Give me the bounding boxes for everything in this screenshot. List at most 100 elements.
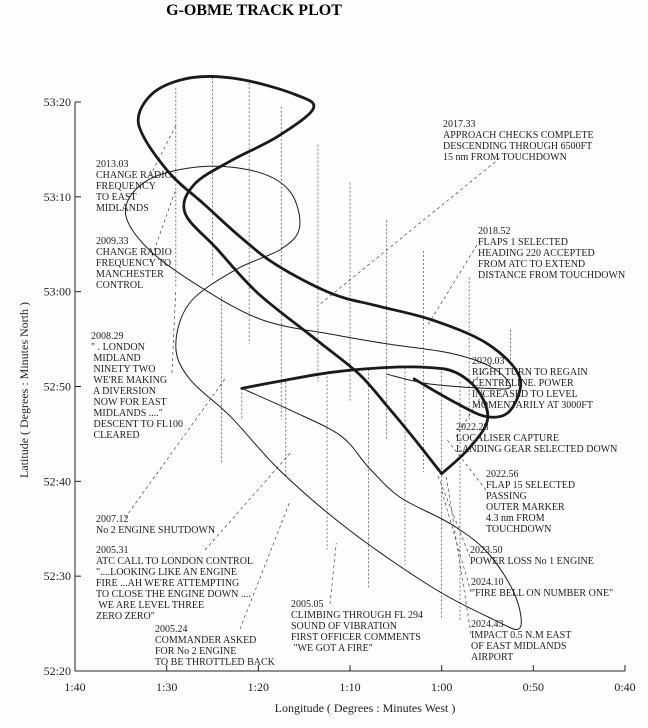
y-tick-label: 53:20: [44, 95, 71, 109]
y-tick-label: 52:20: [44, 664, 71, 678]
annotation-leader-line: [471, 362, 493, 384]
annotation-line: 4.3 nm FROM: [486, 513, 545, 524]
annotation-line: "FIRE BELL ON NUMBER ONE": [471, 588, 613, 599]
annotation-line: 2024.10: [471, 577, 504, 588]
annotation-line: LANDING GEAR SELECTED DOWN: [456, 444, 617, 455]
y-tick-label: 52:50: [44, 380, 71, 394]
annotation-line: NOW FOR EAST: [91, 397, 167, 408]
annotation-line: SOUND OF VIBRATION: [291, 621, 397, 632]
chart-title: G-OBME TRACK PLOT: [166, 2, 342, 19]
annotation-line: A DIVERSION: [91, 386, 156, 397]
annotation-line: CONTROL: [96, 280, 143, 291]
annotation-leader-line: [445, 476, 472, 635]
annotation-line: FIRST OFFICER COMMENTS: [291, 632, 421, 643]
annotation-leader-line: [329, 542, 337, 605]
y-axis-label: Latitude ( Degrees : Minutes North ): [17, 302, 31, 478]
annotation-line: 2023.50: [470, 545, 503, 556]
annotation-line: POWER LOSS No 1 ENGINE: [470, 556, 594, 567]
ground-track: [124, 165, 522, 630]
x-tick-label: 1:20: [248, 680, 269, 694]
annotation-line: FROM ATC TO EXTEND: [478, 259, 585, 270]
annotation-line: MIDLAND: [91, 353, 141, 364]
annotation-line: DISTANCE FROM TOUCHDOWN: [478, 270, 625, 281]
y-tick-label: 53:10: [44, 190, 71, 204]
annotation-line: FLAP 15 SELECTED: [486, 480, 575, 491]
annotation-line: FLAPS 1 SELECTED: [478, 237, 568, 248]
annotation-line: CHANGE RADIO: [96, 170, 172, 181]
annotation-leader-line: [455, 392, 484, 438]
annotation-line: ATC CALL TO LONDON CONTROL: [96, 556, 253, 567]
annotation-line: ZERO ZERO": [96, 611, 155, 622]
annotation-text: 2024.10"FIRE BELL ON NUMBER ONE": [471, 577, 613, 599]
annotation-line: APPROACH CHECKS COMPLETE: [443, 130, 594, 141]
annotation-line: LOCALISER CAPTURE: [456, 433, 559, 444]
annotation-leader-line: [441, 490, 472, 593]
annotation-line: "....LOOKING LIKE AN ENGINE: [96, 567, 237, 578]
annotation-line: 2009.33: [96, 236, 129, 247]
annotation-leader-line: [317, 157, 501, 307]
annotation-line: No 2 ENGINE SHUTDOWN: [96, 525, 215, 536]
annotation-line: AIRPORT: [471, 652, 513, 663]
annotation-line: 2024.43: [471, 619, 504, 630]
annotation-line: 15 nm FROM TOUCHDOWN: [443, 152, 567, 163]
annotation-line: CLIMBING THROUGH FL 294: [291, 610, 423, 621]
annotation-line: "WE GOT A FIRE": [291, 643, 373, 654]
annotation-line: HEADING 220 ACCEPTED: [478, 248, 595, 259]
annotation-line: 2017.33: [443, 119, 476, 130]
annotation-leader-line: [204, 452, 291, 551]
annotation-line: MIDLANDS: [96, 203, 149, 214]
x-axis-label: Longitude ( Degrees : Minutes West ): [275, 701, 456, 715]
aircraft-track-3d: [240, 365, 490, 476]
annotation-line: TO EAST: [96, 192, 137, 203]
annotation-line: FREQUENCY TO: [96, 258, 171, 269]
annotation-line: 2005.05: [291, 599, 324, 610]
annotation-leader-line: [171, 288, 177, 374]
y-tick-label: 52:40: [44, 474, 71, 488]
annotation-line: FREQUENCY: [96, 181, 156, 192]
annotation-line: FOR No 2 ENGINE: [155, 646, 236, 657]
annotation-line: OUTER MARKER: [486, 502, 565, 513]
annotation-line: FIRE ...AH WE'RE ATTEMPTING: [96, 578, 239, 589]
annotation-line: TO BE THROTTLED BACK: [155, 657, 276, 668]
annotation-line: INCREASED TO LEVEL: [472, 389, 578, 400]
annotation-line: 2018.52: [478, 226, 511, 237]
annotation-line: OF EAST MIDLANDS: [471, 641, 566, 652]
y-tick-label: 52:30: [44, 569, 71, 583]
annotation-leader-line: [436, 473, 471, 558]
annotation-line: CENTRELINE. POWER: [472, 378, 574, 389]
x-tick-label: 1:00: [431, 680, 452, 694]
annotation-line: CHANGE RADIO: [96, 247, 172, 258]
annotation-line: 2005.31: [96, 545, 129, 556]
annotation-leader-line: [149, 125, 177, 177]
annotation-line: 2022.56: [486, 469, 519, 480]
annotation-line: 2005.24: [155, 624, 188, 635]
annotation-line: MIDLANDS ....": [91, 408, 163, 419]
annotation-line: TO CLOSE THE ENGINE DOWN ....: [96, 589, 251, 600]
x-tick-label: 1:10: [339, 680, 360, 694]
annotation-line: RIGHT TURN TO REGAIN: [472, 367, 588, 378]
x-tick-label: 0:40: [614, 680, 635, 694]
x-tick-label: 1:30: [156, 680, 177, 694]
y-tick-label: 53:00: [44, 285, 71, 299]
annotation-line: PASSING: [486, 491, 527, 502]
annotation-line: TOUCHDOWN: [486, 524, 551, 535]
annotation-line: DESCENDING THROUGH 6500FT: [443, 141, 592, 152]
annotation-leader-line: [239, 500, 291, 630]
annotation-leader-line: [149, 189, 177, 263]
annotation-line: 2020.03: [472, 356, 505, 367]
annotation-line: NINETY TWO: [91, 364, 155, 375]
annotation-line: DESCENT TO FL100: [91, 419, 183, 430]
